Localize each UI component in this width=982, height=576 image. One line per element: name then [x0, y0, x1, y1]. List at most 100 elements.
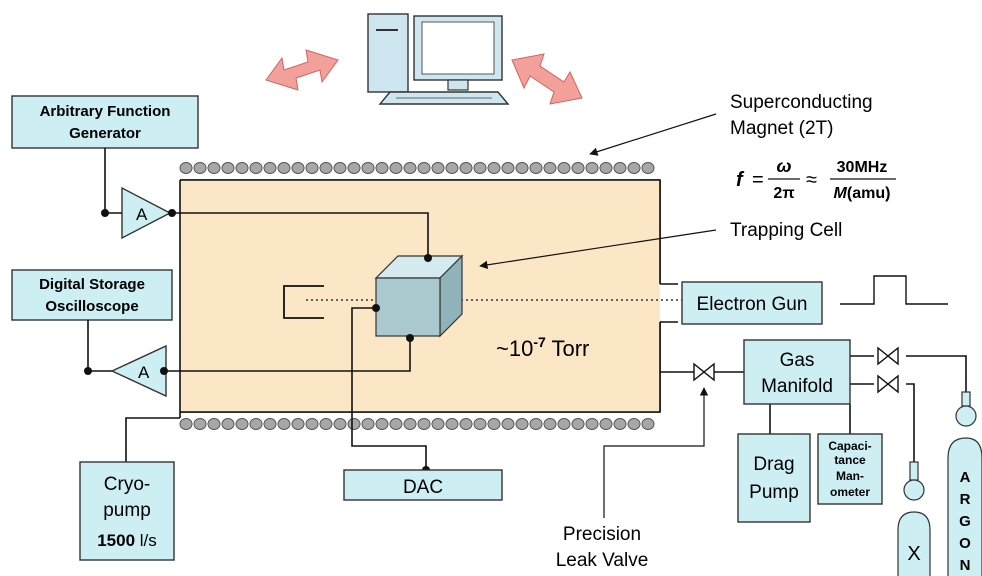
coil-winding: [207, 162, 221, 174]
argon-letter-g: G: [959, 513, 971, 530]
argon-letter-o: O: [959, 535, 971, 552]
coil-winding: [571, 162, 585, 174]
coil-winding: [417, 162, 431, 174]
coil-winding: [571, 418, 585, 430]
amplifier-top: A: [121, 186, 172, 240]
coil-winding: [599, 162, 613, 174]
coil-winding: [193, 418, 207, 430]
coil-winding: [235, 162, 249, 174]
dso-label-line2: Oscilloscope: [45, 298, 138, 315]
electron-gun-box: Electron Gun: [681, 281, 823, 325]
coil-winding: [361, 162, 375, 174]
amplifier-bottom: A: [110, 344, 167, 398]
cyclotron-formula: f = ω 2π ≈ 30MHz M(amu): [736, 156, 896, 202]
valve-icon-chamber: [693, 362, 715, 382]
magnet-label-line1: Superconducting: [730, 92, 873, 113]
magnet-coil-top: [179, 162, 655, 174]
coil-winding: [403, 418, 417, 430]
cryopump-box: Cryo- pump 1500 l/s: [79, 461, 175, 561]
afg-label-line2: Generator: [69, 125, 141, 142]
coil-winding: [277, 418, 291, 430]
valve-icon-x: [877, 374, 899, 394]
coil-winding: [193, 162, 207, 174]
coil-winding: [529, 162, 543, 174]
coil-winding: [291, 418, 305, 430]
formula-denominator: 2π: [773, 185, 794, 202]
coil-winding: [179, 418, 193, 430]
drag-pump-line2: Pump: [749, 482, 799, 503]
gas-x-label: X: [907, 543, 920, 565]
dac-box: DAC: [343, 469, 503, 501]
coil-winding: [543, 418, 557, 430]
amplifier-bottom-label: A: [138, 363, 150, 382]
electron-gun-label: Electron Gun: [697, 294, 808, 315]
argon-letter-a: A: [960, 469, 971, 486]
coil-winding: [319, 418, 333, 430]
coil-winding: [459, 162, 473, 174]
formula-rhs-numerator: 30MHz: [837, 159, 888, 176]
coil-winding: [291, 162, 305, 174]
coil-winding: [557, 418, 571, 430]
dso-label-line1: Digital Storage: [39, 276, 145, 293]
computer-icon: [367, 13, 510, 105]
coil-winding: [599, 418, 613, 430]
coil-winding: [305, 162, 319, 174]
manometer-line4: ometer: [830, 485, 870, 499]
coil-winding: [543, 162, 557, 174]
argon-letter-r: R: [960, 491, 971, 508]
magnet-pointer-arrow: [589, 113, 717, 156]
coil-winding: [347, 418, 361, 430]
coil-winding: [333, 162, 347, 174]
coil-winding: [627, 418, 641, 430]
coil-winding: [459, 418, 473, 430]
double-arrow-icon-left: [265, 49, 339, 91]
coil-winding: [417, 418, 431, 430]
afg-label-line1: Arbitrary Function: [40, 103, 171, 120]
dac-label: DAC: [403, 477, 443, 498]
coil-winding: [487, 162, 501, 174]
coil-winding: [487, 418, 501, 430]
coil-winding: [431, 418, 445, 430]
coil-winding: [585, 162, 599, 174]
coil-winding: [361, 418, 375, 430]
amplifier-top-label: A: [136, 205, 148, 224]
valve-icon-argon: [877, 346, 899, 366]
coil-winding: [501, 418, 515, 430]
digital-storage-oscilloscope-box: Digital Storage Oscilloscope: [11, 269, 173, 321]
leak-valve-pointer-arrow: [603, 387, 709, 518]
coil-winding: [305, 418, 319, 430]
coil-winding: [557, 162, 571, 174]
gas-cylinder-icon-argon: A R G O N: [947, 391, 982, 576]
coil-winding: [431, 162, 445, 174]
coil-winding: [389, 418, 403, 430]
coil-winding: [375, 162, 389, 174]
pressure-label: ~10-7 Torr: [496, 334, 589, 361]
coil-winding: [319, 162, 333, 174]
coil-winding: [249, 418, 263, 430]
coil-winding: [277, 162, 291, 174]
coil-winding: [235, 418, 249, 430]
coil-winding: [375, 418, 389, 430]
capacitance-manometer-box: Capaci- tance Man- ometer: [817, 433, 883, 505]
coil-winding: [179, 162, 193, 174]
cryopump-line1: Cryo-: [104, 474, 150, 495]
trapping-cell-pointer-arrow: [479, 229, 717, 270]
coil-winding: [529, 418, 543, 430]
magnet-coil-bottom: [179, 418, 655, 430]
coil-winding: [585, 418, 599, 430]
coil-winding: [501, 162, 515, 174]
coil-winding: [221, 418, 235, 430]
cryopump-speed: 1500 l/s: [97, 531, 157, 550]
formula-rhs-denominator: M(amu): [834, 185, 891, 202]
coil-winding: [263, 418, 277, 430]
drag-pump-box: Drag Pump: [737, 433, 811, 523]
coil-winding: [613, 418, 627, 430]
coil-winding: [221, 162, 235, 174]
magnet-label-line2: Magnet (2T): [730, 118, 833, 139]
arbitrary-function-generator-box: Arbitrary Function Generator: [11, 95, 199, 149]
gas-cylinder-icon-x: X: [897, 461, 931, 576]
gas-manifold-box: Gas Manifold: [743, 339, 851, 405]
pulse-waveform: [840, 275, 948, 305]
coil-winding: [627, 162, 641, 174]
